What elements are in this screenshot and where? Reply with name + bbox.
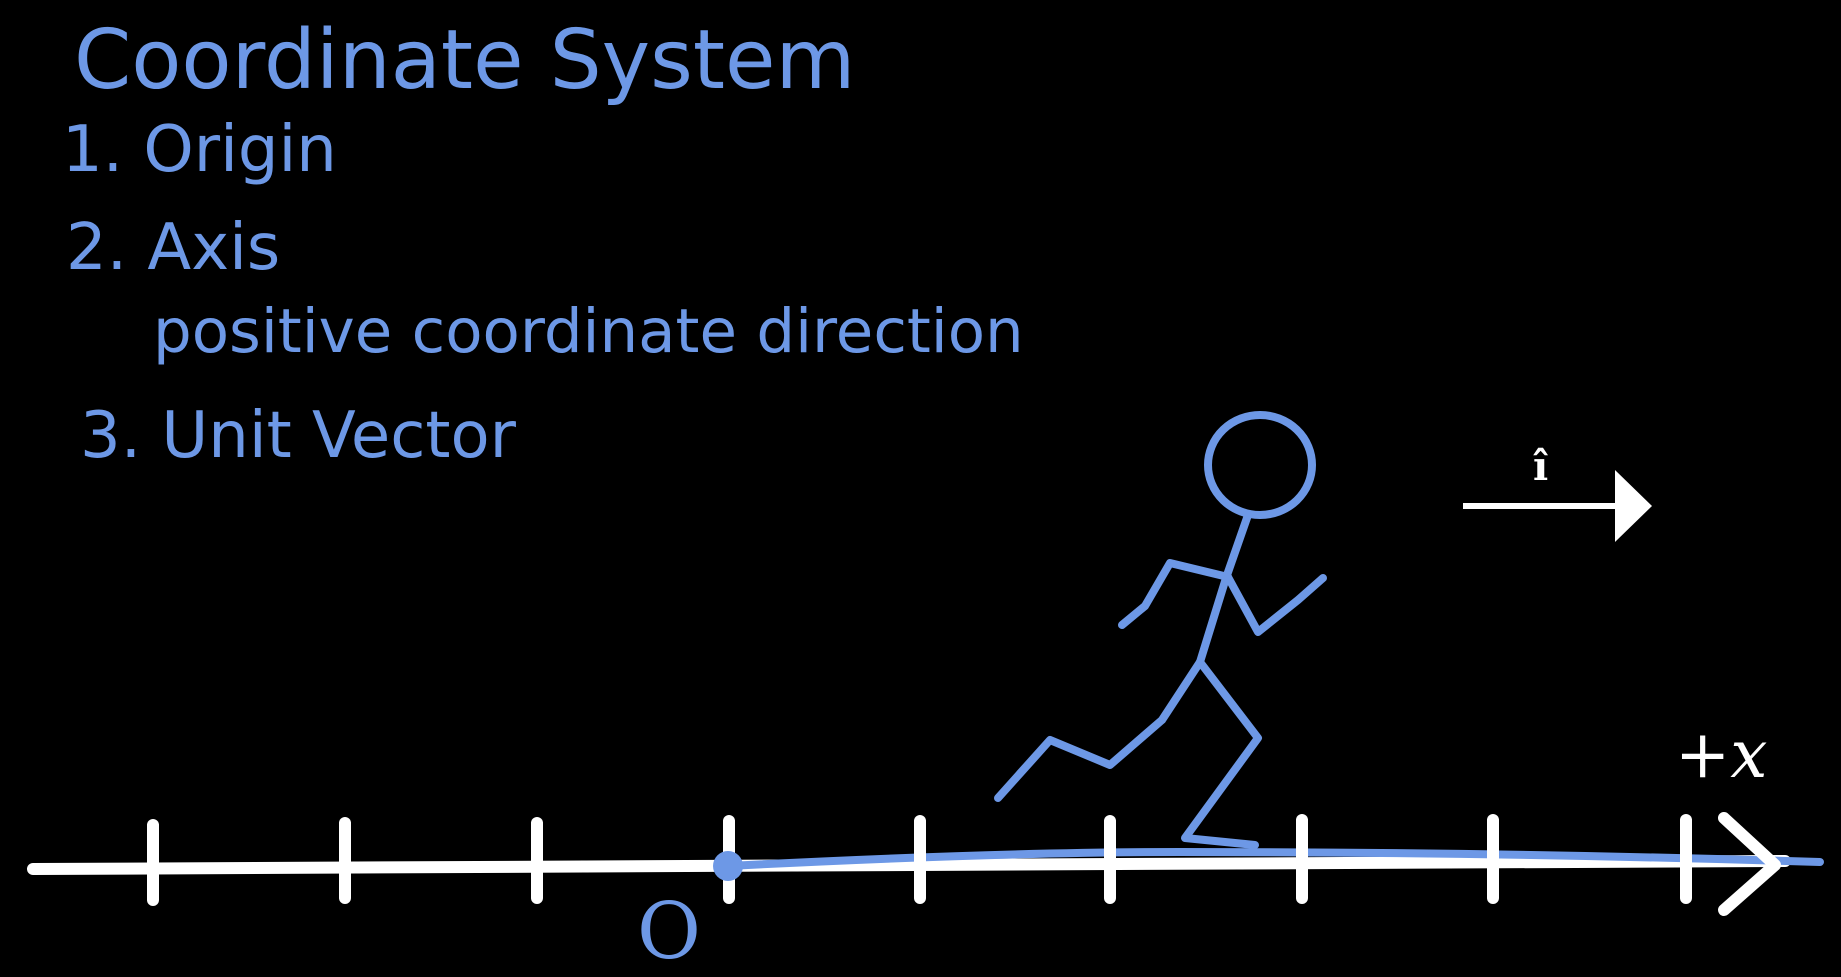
figure-leg-front xyxy=(1181,658,1262,849)
unit-vector-arrowhead xyxy=(1615,470,1652,542)
origin-dot xyxy=(713,851,743,881)
figure-torso xyxy=(1196,511,1252,666)
list-item-axis: 2. Axis xyxy=(66,211,281,285)
axis-ticks xyxy=(147,814,1692,906)
list-item-unit-vector: 3. Unit Vector xyxy=(80,399,516,473)
list-item-axis-detail: positive coordinate direction xyxy=(153,296,1024,367)
axis-arrowhead xyxy=(1718,812,1781,916)
unit-vector-label: î xyxy=(1533,443,1548,490)
positive-axis-highlight xyxy=(724,847,1824,870)
figure-head xyxy=(1204,411,1316,519)
figure-arm-back xyxy=(1118,559,1232,629)
running-stick-figure xyxy=(994,411,1327,849)
slide-title: Coordinate System xyxy=(74,13,856,108)
x-axis-line xyxy=(27,855,1791,875)
figure-arm-front xyxy=(1224,573,1327,636)
origin-label: O xyxy=(637,887,701,977)
figure-leg-back xyxy=(994,658,1204,802)
axis-label: +x xyxy=(1675,716,1768,793)
list-item-origin: 1. Origin xyxy=(62,113,337,187)
